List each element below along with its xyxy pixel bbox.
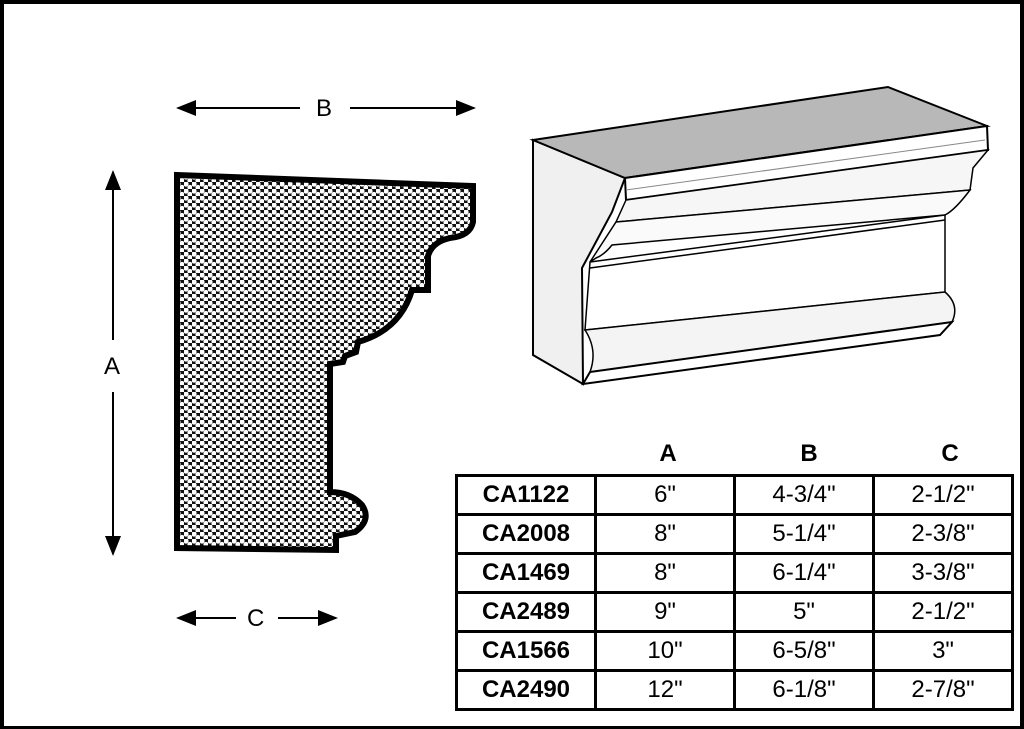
dimension-label-c: C [247,605,265,632]
dimension-label-a: A [104,353,121,380]
product-code-cell: CA1566 [455,630,597,672]
molding-profile-section [174,171,476,554]
dimension-c-cell: 3-3/8" [872,552,1014,594]
dimension-c-cell: 2-1/2" [872,474,1014,516]
product-code-cell: CA1122 [455,474,597,516]
dimension-a-cell: 12" [594,669,736,711]
dimension-a-cell: 6" [594,474,736,516]
dimension-c-cell: 2-3/8" [872,513,1014,555]
dimension-b-cell: 6-1/4" [733,552,875,594]
dimension-b-cell: 6-1/8" [733,669,875,711]
dimension-c-cell: 2-1/2" [872,591,1014,633]
dimension-label-b: B [316,95,333,122]
dimension-a-cell: 8" [594,552,736,594]
product-code-cell: CA2489 [455,591,597,633]
dimension-a-cell: 8" [594,513,736,555]
dimension-c-cell: 3" [872,630,1014,672]
dimension-a-cell: 9" [594,591,736,633]
dimension-a-cell: 10" [594,630,736,672]
molding-3d-view [529,85,991,386]
dimension-b-cell: 5" [733,591,875,633]
column-header-c: C [941,440,959,467]
column-header-a: A [659,440,677,467]
product-code-cell: CA2008 [455,513,597,555]
product-code-cell: CA2490 [455,669,597,711]
column-header-b: B [800,440,818,467]
dimension-b-cell: 6-5/8" [733,630,875,672]
dimension-b-cell: 5-1/4" [733,513,875,555]
dimension-b-cell: 4-3/4" [733,474,875,516]
product-code-cell: CA1469 [455,552,597,594]
dimension-c-cell: 2-7/8" [872,669,1014,711]
